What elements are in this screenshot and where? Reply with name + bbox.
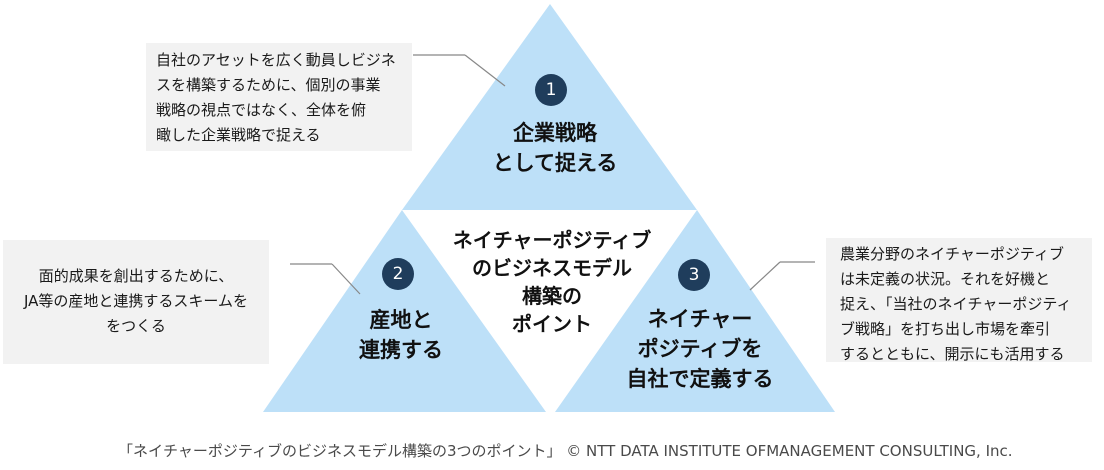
center-title: ネイチャーポジティブ のビジネスモデル 構築の ポイント	[452, 228, 652, 336]
leader-line-2b	[331, 263, 361, 295]
triangle-top	[402, 4, 697, 210]
leader-line-1b	[464, 54, 506, 87]
number-badge-3: 3	[678, 259, 710, 291]
note-point-3: 農業分野のネイチャーポジティブ は未定義の状況。それを好機と 捉え、「当社のネイ…	[826, 238, 1092, 363]
footer-caption: 「ネイチャーポジティブのビジネスモデル構築の3つのポイント」 © NTT DAT…	[118, 442, 1013, 460]
point-label-2: 産地と 連携する	[359, 308, 443, 362]
number-badge-1: 1	[535, 74, 567, 106]
note-point-1: 自社のアセットを広く動員しビジネ スを構築するために、個別の事業 戦略の視点では…	[146, 43, 412, 151]
point-label-1: 企業戦略 として捉える	[492, 121, 618, 175]
number-badge-2: 2	[382, 258, 414, 290]
triangle-bottom-left	[263, 210, 546, 412]
point-label-3: ネイチャー ポジティブを 自社で定義する	[626, 307, 774, 391]
note-point-2: 面的成果を創出するために、 JA等の産地と連携するスキームを をつくる	[3, 240, 269, 364]
leader-line-3	[749, 261, 781, 291]
triangle-bottom-right	[555, 210, 835, 412]
